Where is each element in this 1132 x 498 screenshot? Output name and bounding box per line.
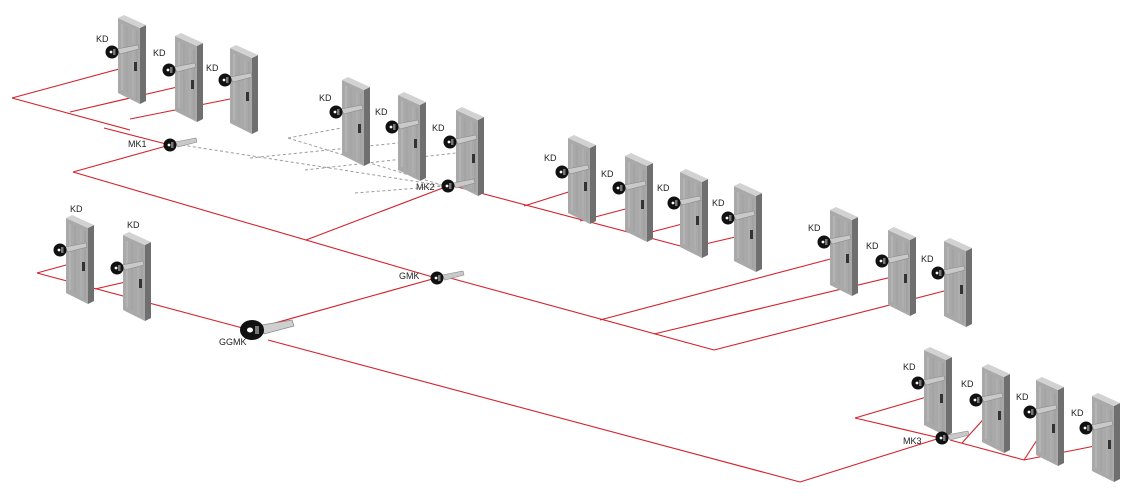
- door-icon: [65, 214, 95, 305]
- key-connection-line: [249, 277, 437, 331]
- door-icon: [679, 168, 709, 259]
- door-icon: [923, 346, 953, 437]
- door-icon: [981, 363, 1011, 454]
- mk1-key-icon: [163, 137, 198, 152]
- dashed-connection-line: [354, 185, 446, 194]
- kd-label: KD: [544, 153, 557, 163]
- kd-label: KD: [921, 254, 934, 264]
- key-connection-line: [72, 171, 437, 279]
- kd-label: KD: [375, 107, 388, 117]
- kd-label: KD: [206, 63, 219, 73]
- dashed-connection-line: [181, 144, 446, 187]
- kd-label: KD: [808, 223, 821, 233]
- door-icon: [1035, 376, 1065, 467]
- kd-label: KD: [70, 204, 83, 214]
- kd-label: KD: [961, 379, 974, 389]
- door-icon: [829, 206, 859, 297]
- key-connection-line: [11, 97, 131, 131]
- key-connection-line: [69, 84, 187, 113]
- ggmk-label: GGMK: [219, 337, 247, 347]
- key-connection-line: [11, 65, 131, 99]
- key-connection-line: [713, 288, 953, 351]
- labels-layer: KD KD KD KD KD KD KD KD KD KD KD KD KD KD KD KD KD KD KD MK…: [70, 34, 1084, 446]
- key-connection-line: [72, 144, 171, 173]
- kd-label: KD: [432, 123, 445, 133]
- mk1-label: MK1: [128, 139, 147, 149]
- dashed-connection-line: [304, 151, 466, 171]
- mk3-label: MK3: [903, 436, 922, 446]
- door-icon: [122, 231, 152, 322]
- kd-label: KD: [657, 183, 670, 193]
- door-icon: [229, 44, 259, 135]
- key-connection-line: [267, 339, 801, 483]
- key-connection-line: [449, 277, 715, 351]
- kd-label: KD: [866, 241, 879, 251]
- key-connection-line: [653, 275, 897, 335]
- door-icon: [733, 182, 763, 273]
- door-icon: [341, 76, 371, 167]
- kd-label: KD: [127, 220, 140, 230]
- ggmk-key-icon: [239, 319, 295, 341]
- door-icon: [174, 32, 204, 123]
- kd-label: KD: [96, 34, 109, 44]
- door-icon: [567, 134, 597, 225]
- door-icon: [887, 226, 917, 317]
- door-icon: [117, 14, 147, 105]
- key-connection-line: [854, 417, 941, 439]
- mk2-label: MK2: [416, 182, 435, 192]
- key-connection-line: [949, 439, 1025, 461]
- door-icon: [397, 91, 427, 182]
- door-icon: [624, 152, 654, 243]
- kd-label: KD: [1016, 392, 1029, 402]
- kd-label: KD: [1071, 408, 1084, 418]
- kd-label: KD: [903, 362, 916, 372]
- door-icon: [943, 237, 973, 328]
- key-connection-line: [305, 185, 449, 241]
- kd-label: KD: [601, 169, 614, 179]
- kd-label: KD: [153, 48, 166, 58]
- key-connection-line: [854, 395, 931, 419]
- door-icon: [1091, 392, 1121, 483]
- kd-label: KD: [712, 198, 725, 208]
- gmk-label: GMK: [399, 271, 420, 281]
- mk3-key-icon: [935, 430, 970, 445]
- key-connection-line: [599, 256, 839, 321]
- key-connection-line: [103, 127, 171, 146]
- kd-label: KD: [319, 93, 332, 103]
- key-connection-line: [799, 437, 941, 483]
- gmk-key-icon: [430, 270, 465, 285]
- dashed-connection-line: [249, 141, 409, 159]
